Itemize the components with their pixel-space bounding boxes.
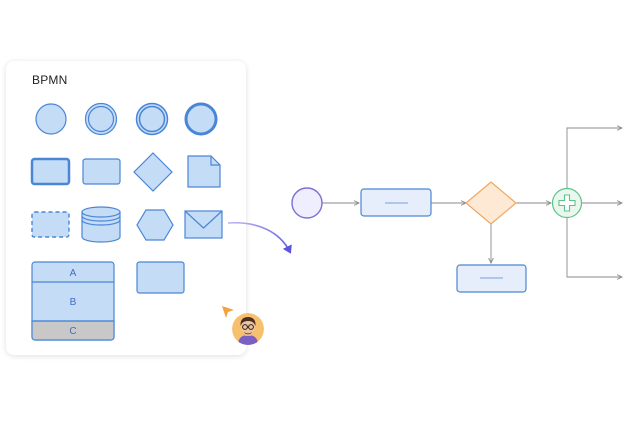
diagram-exclusive-gateway[interactable]: [465, 181, 517, 225]
user-avatar[interactable]: [232, 313, 264, 345]
collaborator-cursor-icon: [222, 306, 234, 318]
end-event-shape[interactable]: [184, 102, 218, 136]
event-sub-process-shape[interactable]: [31, 211, 70, 238]
diagram-start-event[interactable]: [291, 187, 323, 219]
diagram-task-1[interactable]: [360, 188, 432, 217]
gateway-shape[interactable]: [133, 152, 173, 192]
start-event-shape[interactable]: [35, 103, 67, 135]
group-shape[interactable]: [136, 261, 185, 294]
diagram-parallel-gateway[interactable]: [551, 187, 583, 219]
intermediate-event-shape[interactable]: [84, 102, 118, 136]
collaborator-presence: [221, 305, 269, 347]
message-shape[interactable]: [184, 210, 223, 239]
hexagon-shape[interactable]: [136, 209, 174, 241]
sub-process-shape[interactable]: [82, 158, 121, 185]
shape-palette: BPMN: [6, 61, 246, 355]
task-shape[interactable]: [30, 157, 71, 186]
data-object-shape[interactable]: [187, 155, 221, 188]
diagram-task-2[interactable]: [456, 264, 527, 293]
pool-lane-shape[interactable]: A B C: [31, 261, 115, 341]
data-store-shape[interactable]: [81, 206, 121, 243]
plus-icon: [558, 194, 576, 212]
palette-shapes: A B C: [30, 102, 223, 341]
connector-parallel-out-top[interactable]: [566, 128, 622, 188]
lane-label-a: A: [70, 268, 77, 279]
intermediate-event-alt-shape[interactable]: [135, 102, 169, 136]
lane-label-b: B: [70, 297, 77, 308]
lane-label-c: C: [69, 326, 76, 337]
connector-parallel-out-bottom[interactable]: [566, 218, 622, 277]
palette-title: BPMN: [32, 73, 68, 87]
